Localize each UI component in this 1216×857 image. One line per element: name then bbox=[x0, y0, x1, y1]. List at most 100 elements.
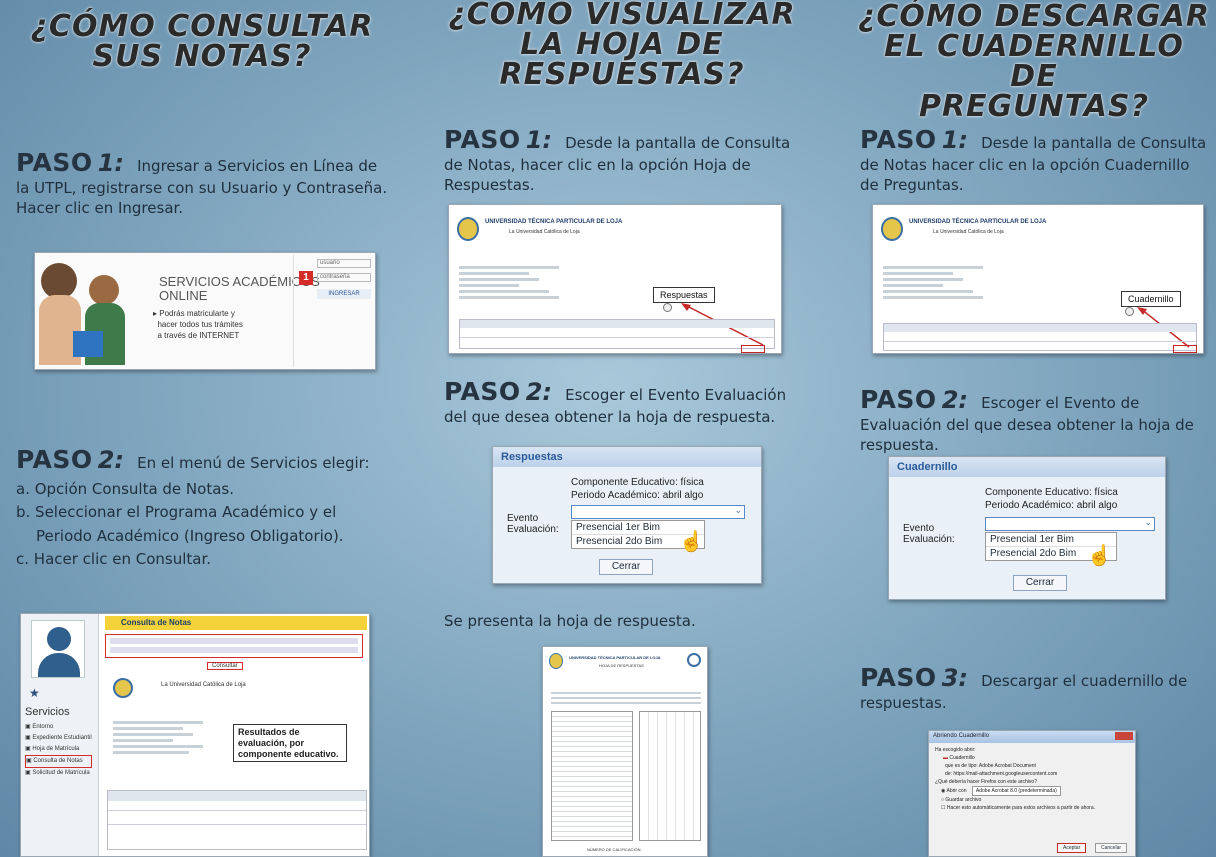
download-body: Ha escogido abrir: ▬ Cuadernillo que es … bbox=[929, 743, 1135, 815]
grades-table bbox=[883, 323, 1197, 351]
answer-grid-right bbox=[639, 711, 701, 841]
cuadernillo-button[interactable]: Cuadernillo bbox=[1121, 291, 1181, 307]
title-cuadernillo: ¿CÓMO DESCARGAR EL CUADERNILLO DE PREGUN… bbox=[856, 2, 1212, 122]
utpl-logo bbox=[881, 217, 903, 241]
paso2-block: PASO 2: Escoger el Evento Evaluación del… bbox=[444, 376, 800, 427]
paso-label: PASO bbox=[16, 148, 93, 177]
download-dialog: Abriendo Cuadernillo Ha escogido abrir: … bbox=[928, 730, 1136, 857]
componente-label: Componente Educativo: física bbox=[571, 477, 704, 488]
download-question: ¿Qué debería hacer Firefox con este arch… bbox=[935, 779, 1037, 785]
hand-cursor-icon: ☝ bbox=[1087, 545, 1112, 567]
list-item: a. Opción Consulta de Notas. bbox=[16, 480, 234, 498]
utpl-logo bbox=[549, 653, 563, 669]
sidebar-item[interactable]: ▣ Solicitud de Matrícula bbox=[25, 770, 90, 776]
paso-text: Escoger el Evento Evaluación del que des… bbox=[444, 386, 787, 427]
password-field[interactable]: contraseña bbox=[317, 273, 371, 282]
paso-label: PASO bbox=[444, 377, 521, 406]
sidebar-item[interactable]: ▣ Expediente Estudiantil bbox=[25, 735, 92, 741]
utpl-logo bbox=[113, 678, 133, 698]
accept-button[interactable]: Aceptar bbox=[1057, 843, 1087, 853]
cerrar-button[interactable]: Cerrar bbox=[1013, 575, 1067, 591]
title-hoja-respuestas: ¿CÓMO VISUALIZAR LA HOJA DE RESPUESTAS? bbox=[442, 0, 802, 90]
student-info bbox=[883, 263, 1003, 302]
title-line: PREGUNTAS? bbox=[918, 89, 1150, 124]
user-field[interactable]: usuario bbox=[317, 259, 371, 268]
save-row[interactable]: ○ Guardar archivo bbox=[941, 797, 982, 803]
uni-title: UNIVERSIDAD TÉCNICA PARTICULAR DE LOJA bbox=[569, 655, 661, 660]
evento-label: Evento Evaluación: bbox=[903, 523, 955, 545]
respuestas-button[interactable]: Respuestas bbox=[653, 287, 715, 303]
bullet: hacer todos tus trámites bbox=[157, 319, 243, 329]
title-line: LA HOJA DE bbox=[520, 27, 724, 62]
consultar-button[interactable]: Consultar bbox=[207, 662, 243, 670]
grades-table bbox=[107, 790, 367, 850]
avatar bbox=[31, 620, 85, 678]
cancel-button[interactable]: Cancelar bbox=[1095, 843, 1128, 853]
answer-sheet-screenshot: UNIVERSIDAD TÉCNICA PARTICULAR DE LOJA H… bbox=[542, 646, 708, 857]
student-photo-1 bbox=[41, 263, 77, 299]
chevron-down-icon[interactable]: ⌄ bbox=[1144, 517, 1152, 527]
cuadernillo-link[interactable] bbox=[1173, 345, 1197, 353]
title-line: ¿CÓMO DESCARGAR bbox=[857, 0, 1210, 34]
chevron-down-icon[interactable]: ⌄ bbox=[734, 505, 742, 515]
sheet-header-lines bbox=[551, 689, 701, 707]
option-2do-bim[interactable]: Presencial 2do Bim bbox=[572, 534, 704, 548]
list-item: b. Seleccionar el Programa Académico y e… bbox=[16, 503, 344, 545]
open-with-row[interactable]: ◉ Abrir con Adobe Acrobat 8.0 (predeterm… bbox=[935, 786, 1129, 796]
sidebar-menu: ▣ Entorno ▣ Expediente Estudiantil ▣ Hoj… bbox=[25, 722, 92, 779]
sidebar-item-label: Solicitud de Matrícula bbox=[32, 770, 90, 776]
hand-cursor-icon: ☝ bbox=[679, 531, 704, 553]
option-1er-bim[interactable]: Presencial 1er Bim bbox=[990, 534, 1074, 545]
uni-title: UNIVERSIDAD TÉCNICA PARTICULAR DE LOJA bbox=[909, 219, 1047, 225]
sidebar-item[interactable]: ▣ Entorno bbox=[25, 724, 54, 730]
paso-number: 2: bbox=[525, 378, 553, 406]
paso3-block: PASO 3: Descargar el cuadernillo de resp… bbox=[860, 662, 1212, 713]
home-icon[interactable]: ★ bbox=[29, 686, 40, 700]
auto-row[interactable]: ☐ Hacer esto automáticamente para estos … bbox=[941, 805, 1096, 811]
paso-text: Escoger el Evento de Evaluación del que … bbox=[860, 394, 1194, 455]
evento-select[interactable]: ⌄ bbox=[571, 505, 745, 519]
evento-options: Presencial 1er Bim Presencial 2do Bim bbox=[985, 532, 1117, 561]
bullet: a través de INTERNET bbox=[157, 330, 240, 340]
student-photo-2 bbox=[89, 275, 119, 305]
sidebar-item-label: Expediente Estudiantil bbox=[32, 735, 92, 741]
paso-label: PASO bbox=[444, 125, 521, 154]
list-item: c. Hacer clic en Consultar. bbox=[16, 549, 212, 568]
respuestas-dialog: Respuestas Componente Educativo: física … bbox=[492, 446, 762, 584]
paso-text: Ingresar a Servicios en Línea de la UTPL… bbox=[16, 157, 388, 218]
dialog-info: Componente Educativo: física Periodo Aca… bbox=[985, 487, 1118, 512]
evento-select[interactable]: ⌄ bbox=[985, 517, 1155, 531]
respuestas-link[interactable] bbox=[741, 345, 765, 353]
cerrar-button[interactable]: Cerrar bbox=[599, 559, 653, 575]
steps-list: a. Opción Consulta de Notas. b. Seleccio… bbox=[16, 478, 394, 571]
download-titlebar: Abriendo Cuadernillo bbox=[929, 731, 1135, 743]
sidebar-item-consulta-notas[interactable]: ▣ Consulta de Notas bbox=[25, 755, 92, 768]
download-type: que es de tipo: Adobe Acrobat Document bbox=[945, 763, 1036, 769]
download-file: Cuadernillo bbox=[949, 755, 975, 761]
periodo-label: Periodo Académico: abril algo bbox=[985, 499, 1118, 511]
banner-title-line: ONLINE bbox=[159, 287, 208, 303]
close-icon[interactable] bbox=[1115, 732, 1133, 740]
title-consultar-notas: ¿CÓMO CONSULTAR SUS NOTAS? bbox=[8, 12, 396, 72]
sidebar-title: Servicios bbox=[25, 706, 70, 718]
consulta-notas-screenshot: ★ Servicios ▣ Entorno ▣ Expediente Estud… bbox=[20, 613, 370, 857]
sidebar-item-label: Hoja de Matrícula bbox=[32, 746, 80, 752]
paso-number: 3: bbox=[941, 664, 969, 692]
paso2-block: PASO 2: Escoger el Evento de Evaluación … bbox=[860, 384, 1212, 455]
app-select[interactable]: Adobe Acrobat 8.0 (predeterminada) bbox=[971, 786, 1061, 796]
option-1er-bim[interactable]: Presencial 1er Bim bbox=[576, 522, 660, 533]
sheet-footer: NÚMERO DE CALIFICACIÓN bbox=[587, 847, 641, 852]
evento-label: Evento Evaluación: bbox=[507, 513, 559, 535]
cuadernillo-dialog: Cuadernillo Componente Educativo: física… bbox=[888, 456, 1166, 600]
divider bbox=[293, 255, 294, 367]
banner-bullets: ▸ Podrás matricularte y hacer todos tus … bbox=[153, 309, 243, 340]
paso1-block: PASO 1: Desde la pantalla de Consulta de… bbox=[444, 124, 800, 195]
option-2do-bim[interactable]: Presencial 2do Bim bbox=[986, 546, 1116, 560]
program-selectors[interactable] bbox=[105, 634, 363, 658]
download-line: Ha escogido abrir: bbox=[935, 747, 976, 753]
uni-subtitle: La Universidad Católica de Loja bbox=[161, 682, 246, 688]
uni-title: UNIVERSIDAD TÉCNICA PARTICULAR DE LOJA bbox=[485, 219, 623, 225]
results-callout: Resultados de evaluación, por componente… bbox=[233, 724, 347, 763]
sidebar-item[interactable]: ▣ Hoja de Matrícula bbox=[25, 746, 80, 752]
ingresar-button[interactable]: INGRESAR bbox=[317, 289, 371, 299]
